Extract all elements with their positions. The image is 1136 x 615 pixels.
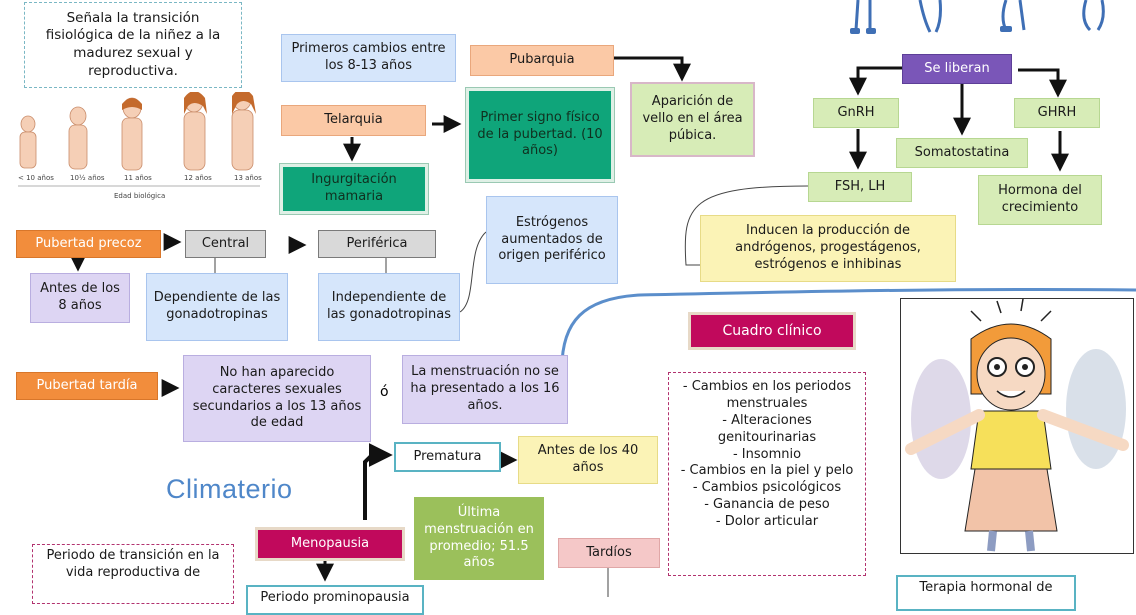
se-liberan-box: Se liberan [902, 54, 1012, 84]
cuadro-item: - Cambios psicológicos [692, 480, 842, 496]
separator-curve [560, 287, 1136, 375]
connectors [69, 56, 1136, 597]
fsh-lh-box: FSH, LH [808, 172, 912, 202]
cuadro-item: - Insomnio [732, 446, 802, 462]
independiente-box: Independiente de las gonadotropinas [318, 273, 460, 341]
pubertad-precoz-box: Pubertad precoz [16, 230, 161, 258]
hot-flash-woman-illustration [905, 298, 1129, 552]
curve-estrogenos [459, 231, 487, 313]
gnrh-box: GnRH [813, 98, 899, 128]
or-label: ó [380, 384, 389, 400]
antes-40-box: Antes de los 40 años [518, 436, 658, 484]
age-tick-3: 11 años [124, 174, 152, 182]
aparicion-vello-box: Aparición de vello en el área púbica. [630, 82, 755, 157]
age-tick-1: < 10 años [18, 174, 54, 182]
age-tick-5: 13 años [234, 174, 262, 182]
arrow-ghrh [1018, 68, 1067, 98]
menopausia-box: Menopausia [255, 527, 405, 561]
definition-box: Señala la transición fisiológica de la n… [24, 2, 242, 88]
periodo-bottom-box: Periodo prominopausia [246, 585, 424, 615]
hormona-crecimiento-box: Hormona del crecimiento [978, 175, 1102, 225]
arrow-prematura [363, 443, 393, 520]
age-axis-label: Edad biológica [114, 192, 165, 200]
telarquia-box: Telarquia [281, 105, 426, 136]
ingurgitacion-box: Ingurgitación mamaria [280, 164, 428, 214]
no-aparecido-box: No han aparecido caracteres sexuales sec… [183, 355, 371, 442]
central-box: Central [185, 230, 266, 258]
arrow-gnrh [849, 66, 907, 96]
inducen-box: Inducen la producción de andrógenos, pro… [700, 215, 956, 282]
primer-signo-box: Primer signo físico de la pubertad. (10 … [466, 88, 614, 182]
cuadro-item: - Ganancia de peso [704, 497, 830, 513]
somatostatina-box: Somatostatina [896, 138, 1028, 168]
arrow-pubarquia [614, 56, 691, 82]
cuadro-item: - Cambios en los periodos menstruales [682, 379, 852, 411]
cuadro-item: - Alteraciones genitourinarias [717, 412, 817, 445]
cuadro-clinico-box: Cuadro clínico [688, 312, 856, 350]
periodo-transicion-box: Periodo de transición en la vida reprodu… [32, 544, 234, 604]
antes-8-box: Antes de los 8 años [30, 273, 130, 323]
ghrh-box: GHRH [1014, 98, 1100, 128]
cuadro-item: - Cambios en la piel y pelo [680, 463, 854, 479]
pubertad-tardia-box: Pubertad tardía [16, 372, 158, 400]
cartoon-frame [900, 298, 1134, 554]
cuadro-item: - Dolor articular [715, 514, 819, 530]
age-tick-4: 12 años [184, 174, 212, 182]
pubarquia-box: Pubarquia [470, 45, 614, 76]
climaterio-title: Climaterio [166, 474, 293, 504]
periferica-box: Periférica [318, 230, 436, 258]
tardios-box: Tardíos [558, 538, 660, 568]
curve-fsh-inducen [684, 185, 809, 266]
cuadro-items-box: - Cambios en los periodos menstruales - … [668, 372, 866, 576]
ultima-menstruacion-box: Última menstruación en promedio; 51.5 añ… [414, 497, 544, 580]
top-figures-illustration [850, 0, 1105, 34]
age-tick-2: 10½ años [70, 174, 105, 182]
terapia-box: Terapia hormonal de [896, 575, 1076, 611]
prematura-box: Prematura [394, 442, 501, 472]
primeros-cambios-box: Primeros cambios entre los 8-13 años [281, 34, 456, 82]
menstruacion-16-box: La menstruación no se ha presentado a lo… [402, 355, 568, 424]
puberty-stages-illustration: < 10 años 10½ años 11 años 12 años 13 añ… [18, 92, 262, 200]
dependiente-box: Dependiente de las gonadotropinas [146, 273, 288, 341]
estrogenos-box: Estrógenos aumentados de origen periféri… [486, 196, 618, 284]
